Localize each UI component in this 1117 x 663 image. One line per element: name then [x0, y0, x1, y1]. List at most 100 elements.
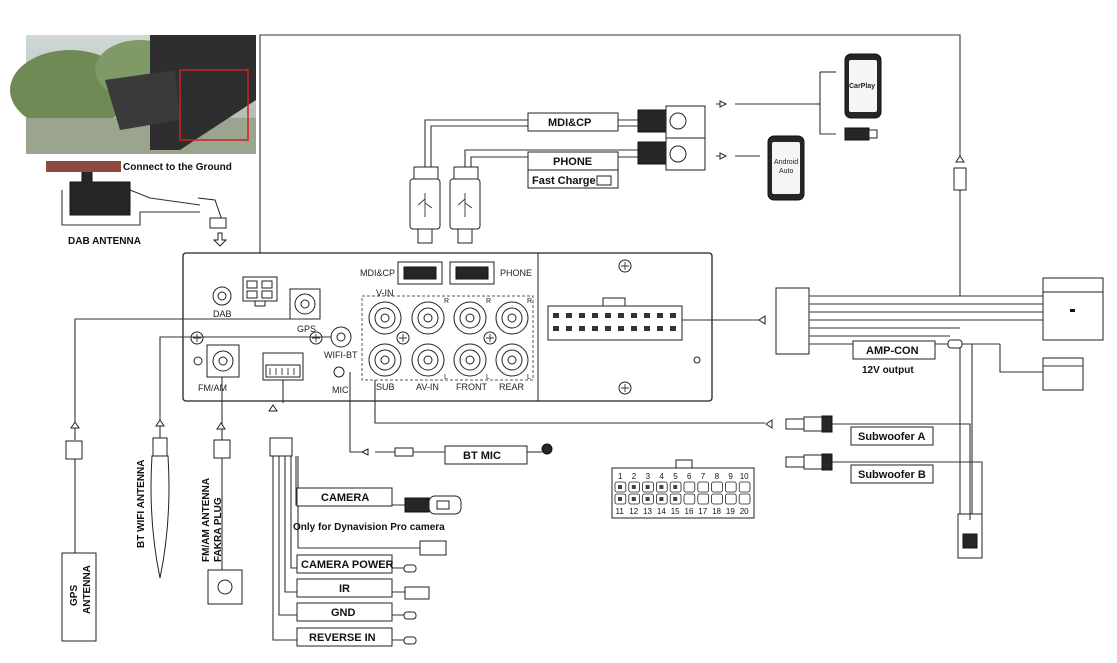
pin-number: 11 — [616, 507, 625, 516]
r-label: R — [486, 298, 491, 305]
l-label: L — [486, 374, 490, 381]
top-wire — [259, 34, 961, 277]
pin-cell — [725, 493, 737, 505]
main-harness: AMP-CON 12V output — [682, 167, 1104, 559]
gnd-label: GND — [331, 607, 356, 619]
pin-cell — [683, 493, 696, 505]
pin-number: 6 — [687, 472, 692, 481]
pin-dot — [631, 485, 636, 489]
connect-ground-label: Connect to the Ground — [123, 162, 232, 173]
wifi-wire — [159, 336, 331, 438]
rca-jacks — [368, 301, 529, 377]
camera-harness: CAMERA Only for Dynavision Pro camera CA… — [269, 380, 462, 647]
pin-cell — [738, 481, 751, 493]
pin-number: 16 — [685, 507, 694, 516]
pin-dot — [631, 497, 636, 501]
pin-number: 17 — [698, 507, 707, 516]
mdi-cp-box-label: MDI&CP — [548, 117, 591, 129]
subwoofer-b-label: Subwoofer B — [858, 469, 926, 481]
fm-am-antenna-label: FM/AM ANTENNA — [201, 478, 212, 562]
pin-number: 5 — [673, 472, 678, 481]
pin-number: 1 — [618, 472, 623, 481]
pin-cell — [738, 493, 751, 505]
phone-box-label: PHONE — [553, 156, 592, 168]
pin-dot — [673, 485, 678, 489]
wifi-bt-port-label: WIFI-BT — [324, 350, 358, 360]
dab-port-label: DAB — [213, 309, 232, 319]
av-in-label: AV-IN — [416, 382, 439, 392]
pin-cell — [725, 481, 737, 493]
bt-wifi-antenna-label: BT WIFI ANTENNA — [136, 459, 147, 548]
rear-label: REAR — [499, 382, 525, 392]
head-unit: DAB GPS FM/AM WIFI-BT MIC — [182, 252, 713, 402]
amp-con-label: AMP-CON — [866, 345, 919, 357]
pin-cell — [711, 481, 723, 493]
pin-number: 13 — [643, 507, 652, 516]
android-label: Android — [774, 159, 798, 166]
gps-antenna-label: GPS — [69, 585, 80, 606]
subwoofer-a-cable: Subwoofer A — [785, 415, 971, 520]
pin-number: 7 — [701, 472, 706, 481]
android-phone-icon: Android Auto — [767, 135, 805, 201]
gps-antenna: GPS ANTENNA — [61, 440, 97, 642]
bt-wifi-antenna: BT WIFI ANTENNA — [136, 437, 170, 579]
pin-cell — [697, 481, 709, 493]
dab-antenna: Connect to the Ground DAB ANTENNA — [46, 161, 232, 247]
usb-cables: MDI&CP PHONE Fast Charge — [409, 71, 836, 244]
auto-label: Auto — [779, 168, 794, 175]
microphone-icon — [541, 443, 553, 455]
twelve-v-label: 12V output — [862, 365, 914, 376]
pin-dot — [659, 497, 664, 501]
pin-dot — [618, 497, 622, 501]
usb-icon — [417, 193, 433, 217]
v-in-label: V-IN — [376, 288, 394, 298]
pin-dot — [645, 497, 650, 501]
screw-icon — [190, 259, 701, 395]
pin-number: 9 — [728, 472, 733, 481]
pin-number: 4 — [659, 472, 664, 481]
pin-number: 12 — [629, 507, 638, 516]
connector-pins — [553, 313, 676, 331]
r-label: R — [527, 298, 532, 305]
gps-wire — [74, 318, 304, 440]
pin-cell — [683, 481, 696, 493]
bt-mic-cable: BT MIC — [349, 372, 553, 465]
pin-number: 15 — [671, 507, 680, 516]
fm-am-port-label: FM/AM — [198, 383, 227, 393]
sub-label: SUB — [376, 382, 395, 392]
gps-port-label: GPS — [297, 324, 316, 334]
dab-antenna-label: DAB ANTENNA — [68, 236, 141, 247]
pin-number: 18 — [712, 507, 721, 516]
pin-number: 3 — [646, 472, 651, 481]
l-label: L — [527, 374, 531, 381]
usb-icon — [457, 193, 473, 217]
pin-number: 8 — [715, 472, 720, 481]
mic-port-label: MIC — [332, 385, 349, 395]
bt-mic-label: BT MIC — [463, 450, 501, 462]
l-label: L — [444, 374, 448, 381]
fakra-plug-label: FAKRA PLUG — [213, 497, 224, 562]
pin-number: 20 — [740, 507, 749, 516]
fast-charge-label: Fast Charge — [532, 175, 596, 187]
arrow-right-icon — [716, 152, 728, 160]
pin-number: 14 — [657, 507, 666, 516]
pin-number: 2 — [632, 472, 637, 481]
usb-stick-icon — [844, 127, 878, 141]
pin-cell — [711, 493, 723, 505]
arrow-up-icon — [70, 404, 278, 430]
battery-icon — [596, 175, 612, 186]
pin-cell — [697, 493, 709, 505]
pin-dot — [618, 485, 622, 489]
reverse-in-label: REVERSE IN — [309, 632, 376, 644]
pin-dot — [673, 497, 678, 501]
pin-number: 19 — [726, 507, 735, 516]
sub-wire — [374, 380, 765, 424]
phone-port-label: PHONE — [500, 268, 532, 278]
pin-number: 10 — [740, 472, 749, 481]
pin-dot — [645, 485, 650, 489]
front-label: FRONT — [456, 382, 487, 392]
pin-dot — [659, 485, 664, 489]
arrow-right-icon — [716, 100, 728, 108]
